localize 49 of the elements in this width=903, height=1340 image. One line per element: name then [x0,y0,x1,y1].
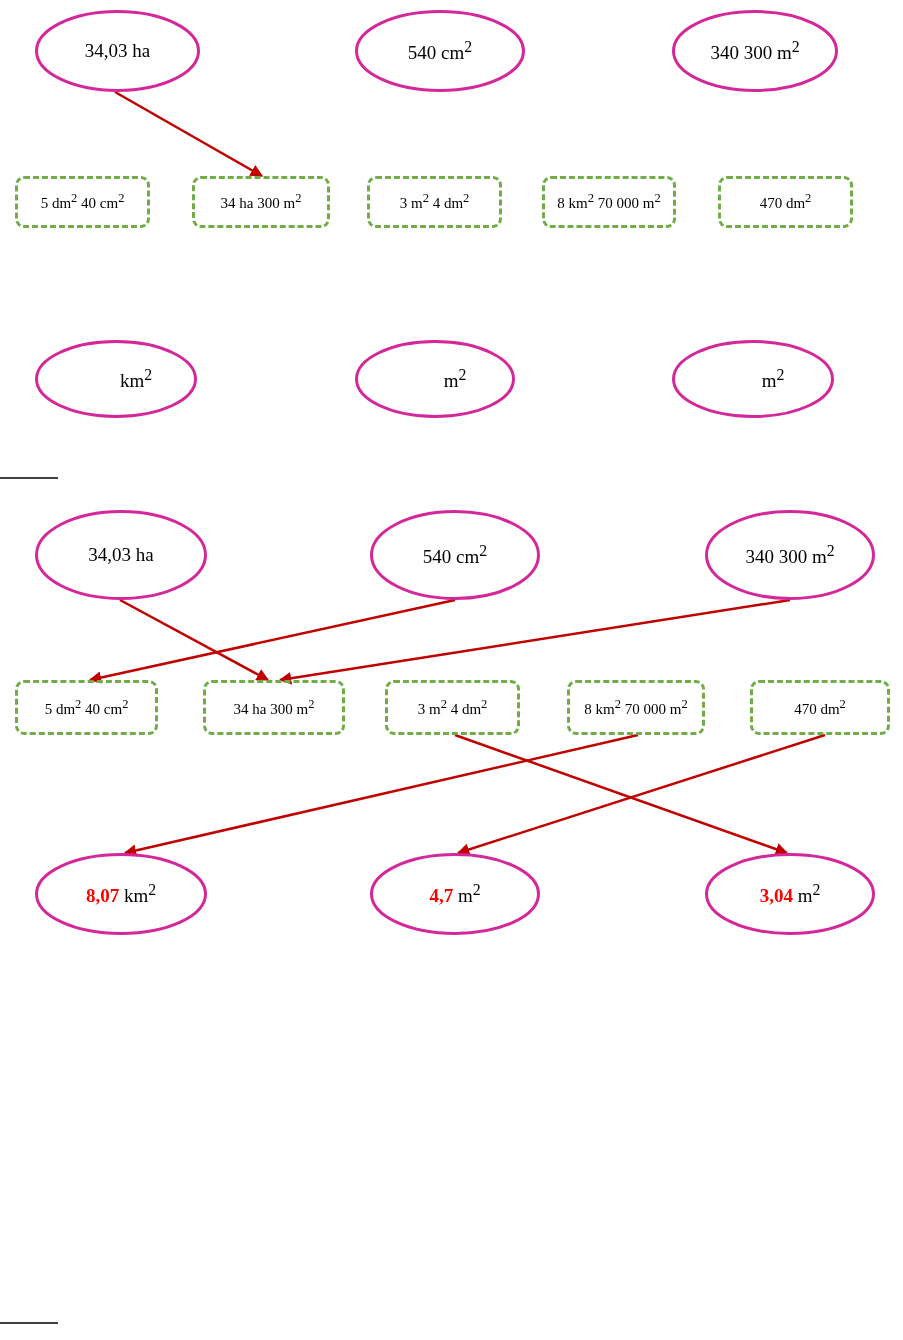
area-value: 8,07 km$^{2}$ [85,879,157,909]
answer-box [385,680,520,735]
area-value: 8 km$^{2}$ 70 000 m$^{2}$ [584,696,688,719]
area-value: 470 dm$^{2}$ [759,191,812,213]
area-value: 470 dm$^{2}$ [794,696,846,719]
answer-box [15,176,150,228]
oval-shape [370,853,540,935]
oval-shape [355,10,525,92]
oval-shape [370,510,540,600]
arrow [88,598,456,684]
oval-shape [672,10,838,92]
answer-box [542,176,676,228]
oval-shape [35,10,200,92]
area-value: 34,03 ha [88,543,154,567]
area-value: 3 m$^{2}$ 4 dm$^{2}$ [399,191,470,213]
area-value: 34 ha 300 m$^{2}$ [220,191,302,213]
area-value: 8 km$^{2}$ 70 000 m$^{2}$ [557,191,661,213]
area-value: 5 dm$^{2}$ 40 cm$^{2}$ [40,191,125,213]
unit-label: km$^{2}$ [118,364,153,394]
answer-box [192,176,330,228]
oval-shape [672,340,834,418]
area-value: 540 cm$^{2}$ [422,540,488,570]
oval-shape [35,340,197,418]
answer-box [203,680,345,735]
answer-box [567,680,705,735]
oval-shape [705,510,875,600]
area-value: 34,03 ha [84,39,151,63]
area-value: 34 ha 300 m$^{2}$ [233,696,315,719]
area-value: 340 300 m$^{2}$ [745,540,835,570]
oval-shape [35,510,207,600]
area-value: 5 dm$^{2}$ 40 cm$^{2}$ [44,696,129,719]
area-value: 4,7 m$^{2}$ [429,879,481,909]
arrow [119,598,270,682]
unit-label: m$^{2}$ [442,364,467,394]
arrow [114,90,264,178]
oval-shape [355,340,515,418]
arrow [278,598,791,685]
answer-box [750,680,890,735]
answer-box [15,680,158,735]
area-value: 540 cm$^{2}$ [407,36,473,66]
area-value: 340 300 m$^{2}$ [710,36,800,66]
arrow [123,733,639,857]
unit-label: m$^{2}$ [760,364,785,394]
answer-box [718,176,853,228]
area-value: 3,04 m$^{2}$ [759,879,821,909]
answer-box [367,176,502,228]
oval-shape [35,853,207,935]
area-value: 3 m$^{2}$ 4 dm$^{2}$ [417,696,488,719]
oval-shape [705,853,875,935]
